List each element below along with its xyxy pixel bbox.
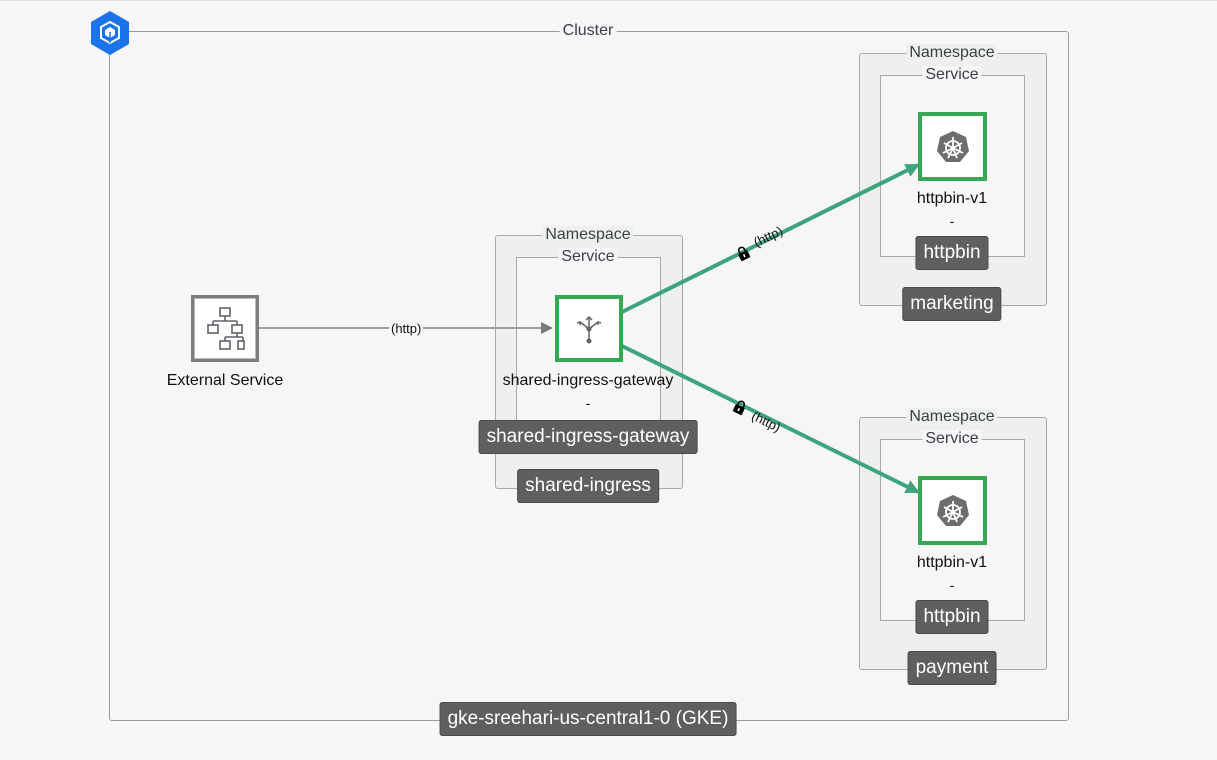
lock-icon [735,244,752,262]
namespace-frame-label: Namespace [906,44,998,62]
service-name-tag-shared-ingress-gateway[interactable]: shared-ingress-gateway [478,420,698,454]
gateway-icon [576,315,602,343]
service-name-tag-marketing-httpbin[interactable]: httpbin [915,236,989,270]
namespace-name-tag-payment[interactable]: payment [907,651,997,685]
payment-httpbin-node[interactable] [918,476,987,545]
edge-label-external: (http) [389,321,424,336]
payment-workload-version: - [949,577,955,593]
service-name-tag-payment-httpbin[interactable]: httpbin [915,600,989,634]
gke-cluster-icon [88,9,132,57]
namespace-frame-label: Namespace [906,408,998,426]
external-service-label: External Service [166,372,284,389]
marketing-httpbin-node[interactable] [918,112,987,181]
external-service-node[interactable] [191,295,259,362]
kubernetes-icon [936,130,969,162]
shared-ingress-gateway-node[interactable] [555,295,623,362]
marketing-workload-label: httpbin-v1 [916,190,988,207]
cluster-name-tag[interactable]: gke-sreehari-us-central1-0 (GKE) [439,702,737,736]
kubernetes-icon [936,494,969,526]
service-frame-label: Service [922,66,982,84]
marketing-workload-version: - [949,213,955,229]
network-tree-icon [207,306,245,350]
service-frame-label: Service [558,248,618,266]
top-divider [0,0,1217,1]
cluster-frame-label: Cluster [559,22,617,40]
namespace-name-tag-marketing[interactable]: marketing [902,287,1002,321]
namespace-frame-label: Namespace [542,226,634,244]
namespace-name-tag-shared-ingress[interactable]: shared-ingress [517,469,659,503]
payment-workload-label: httpbin-v1 [916,554,988,571]
gateway-workload-label: shared-ingress-gateway [502,372,674,389]
lock-icon [732,398,749,416]
service-frame-label: Service [922,430,982,448]
gateway-workload-version: - [585,395,591,411]
